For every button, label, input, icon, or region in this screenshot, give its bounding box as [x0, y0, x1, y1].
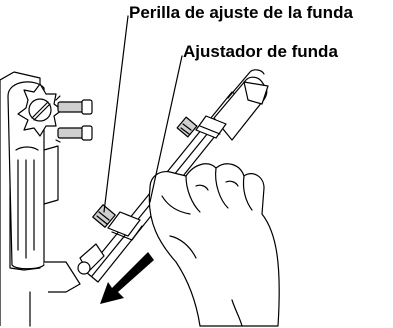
gloved-hand — [148, 163, 280, 327]
leader-lines — [103, 15, 183, 213]
callout-sheath-adjuster: Ajustador de funda — [183, 42, 338, 61]
endoscope-body — [0, 71, 93, 327]
pull-direction-arrow — [100, 252, 154, 304]
callout-sheath-adjust-knob: Perilla de ajuste de la funda — [129, 3, 353, 22]
